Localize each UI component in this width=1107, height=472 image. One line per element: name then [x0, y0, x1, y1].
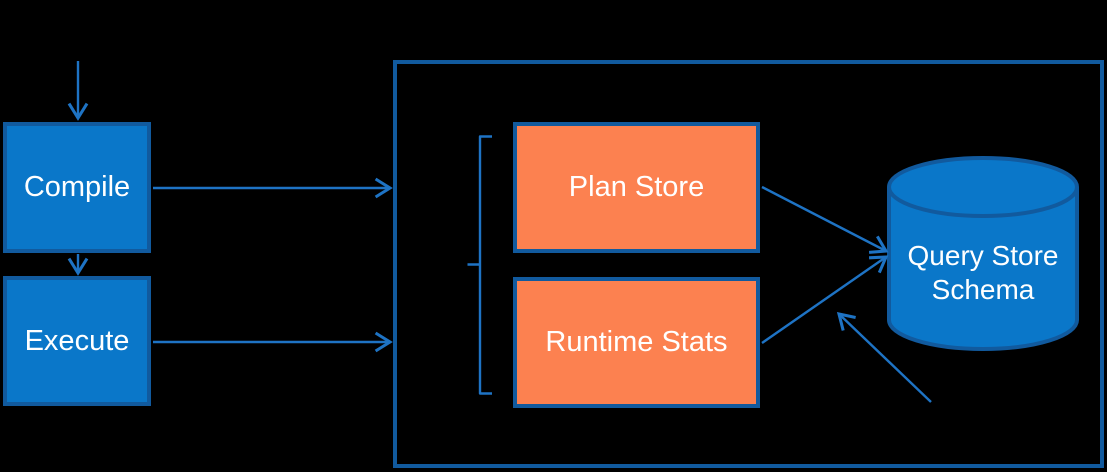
- node-compile: Compile: [3, 122, 151, 253]
- node-plan-store: Plan Store: [513, 122, 760, 253]
- node-execute: Execute: [3, 276, 151, 406]
- node-compile-label: Compile: [23, 171, 131, 203]
- node-execute-label: Execute: [24, 324, 130, 357]
- node-runtime-stats-label: Runtime Stats: [545, 326, 728, 358]
- node-plan-store-label: Plan Store: [568, 171, 705, 203]
- node-runtime-stats: Runtime Stats: [513, 277, 760, 408]
- query-store-container-box: [393, 60, 1104, 468]
